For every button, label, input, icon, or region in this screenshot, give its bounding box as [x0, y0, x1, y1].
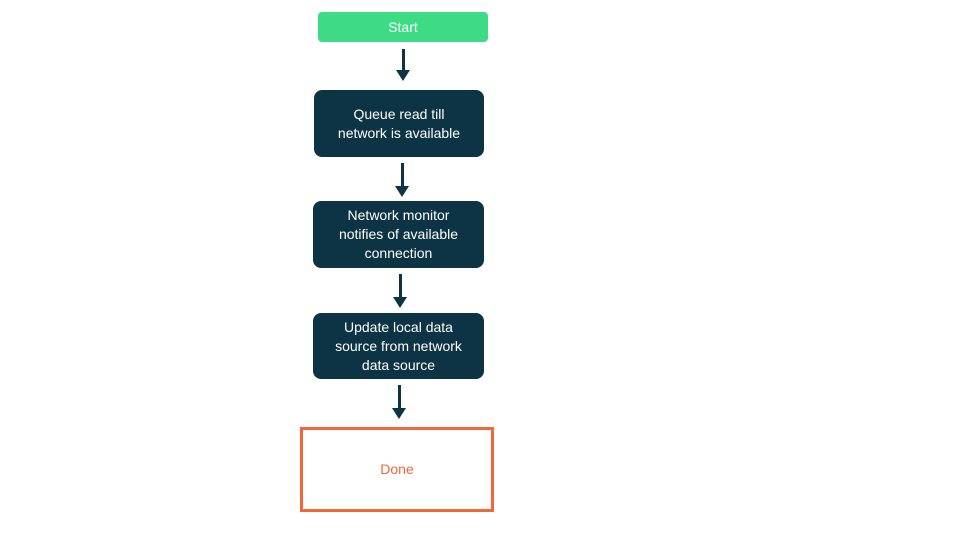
flow-arrow-1 [396, 49, 410, 81]
arrow-down-icon [395, 186, 409, 197]
node-start-label: Start [388, 18, 418, 35]
arrow-down-icon [393, 297, 407, 308]
node-update-local-data: Update local data source from network da… [313, 313, 484, 379]
node-network-monitor-label: Network monitor notifies of available co… [338, 207, 459, 261]
flow-arrow-3 [393, 274, 407, 308]
arrow-stem [401, 49, 405, 70]
node-queue-read: Queue read till network is available [314, 90, 484, 157]
node-network-monitor: Network monitor notifies of available co… [313, 201, 484, 268]
node-start: Start [318, 12, 488, 42]
node-queue-read-label: Queue read till network is available [337, 105, 461, 141]
arrow-down-icon [392, 408, 406, 419]
arrow-down-icon [396, 70, 410, 81]
node-done-label: Done [380, 461, 414, 477]
arrow-stem [398, 274, 402, 297]
flow-arrow-2 [395, 163, 409, 197]
arrow-stem [397, 385, 401, 408]
arrow-stem [400, 163, 404, 186]
node-done: Done [300, 427, 494, 512]
node-update-local-data-label: Update local data source from network da… [335, 318, 462, 373]
flow-arrow-4 [392, 385, 406, 419]
